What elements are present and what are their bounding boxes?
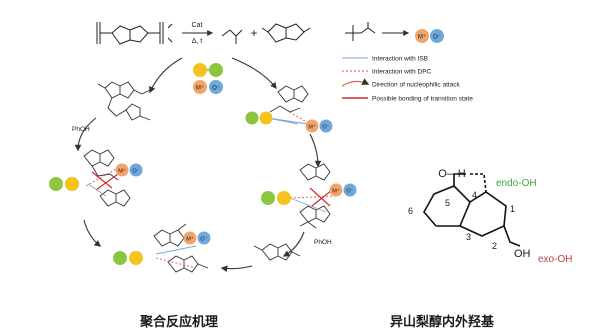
exo-oh-label: exo-OH bbox=[538, 254, 572, 265]
anion-circle bbox=[430, 29, 444, 43]
green-ball bbox=[209, 63, 223, 77]
anion-label-cycle: O⁻ bbox=[212, 86, 220, 92]
caption-mechanism: 聚合反应机理 bbox=[140, 315, 219, 330]
cation-ball-bl bbox=[183, 231, 197, 245]
legend-label-dpc: Interaction with DPC bbox=[372, 69, 432, 76]
isosorbide-structure bbox=[423, 173, 521, 247]
catalyst-label: Cat bbox=[192, 22, 203, 29]
legend: Interaction with ISB Interaction with DP… bbox=[341, 56, 473, 103]
endo-oh-label: endo-OH bbox=[496, 178, 537, 189]
phoh-label-right: PhOH bbox=[314, 239, 332, 246]
phoh-label-top: PhOH bbox=[72, 126, 90, 133]
atom-number-3: 3 bbox=[466, 232, 471, 242]
anion-ball-right bbox=[343, 183, 357, 197]
cation-label-bl: M⁺ bbox=[186, 236, 194, 243]
anion-ball-tr bbox=[319, 119, 333, 133]
intermediate-right: M⁺ O⁻ bbox=[261, 163, 357, 223]
intermediate-left: M⁺ O⁻ bbox=[49, 149, 143, 207]
endo-oh-bond bbox=[453, 173, 466, 186]
plus-sign: + bbox=[250, 26, 257, 40]
green-ball-right bbox=[261, 191, 275, 205]
cycle-top-species: M⁺ O⁻ bbox=[193, 63, 223, 94]
endo-oh-atoms: O—H bbox=[438, 168, 466, 180]
ion-pair-top: M⁺ O⁻ bbox=[415, 29, 444, 43]
cycle-arrow-2 bbox=[231, 57, 277, 90]
cation-label-cycle: M⁺ bbox=[196, 85, 204, 92]
cycle-arrow-5 bbox=[83, 219, 102, 247]
cycle-arrow-4 bbox=[309, 133, 322, 168]
heat-label: Δ, t bbox=[192, 38, 203, 45]
yellow-ball bbox=[193, 63, 207, 77]
right-ring bbox=[459, 191, 507, 237]
atom-number-5: 5 bbox=[445, 198, 450, 208]
cycle-arrow-1 bbox=[149, 57, 183, 94]
atom-number-2: 2 bbox=[492, 241, 497, 251]
reaction-equation bbox=[96, 22, 410, 45]
cycle-arrows bbox=[74, 57, 322, 273]
right-bracket bbox=[159, 22, 164, 44]
legend-label-ts: Possible bonding of transition state bbox=[372, 96, 473, 103]
green-ball-bl bbox=[113, 251, 127, 265]
anion-label-tr: O⁻ bbox=[322, 125, 329, 131]
anion-label-left: O⁻ bbox=[132, 169, 139, 175]
exo-oh-bond bbox=[503, 225, 521, 247]
left-bracket bbox=[96, 22, 101, 44]
intermediate-top-right: M⁺ O⁻ bbox=[245, 85, 333, 133]
anion-ball-left bbox=[129, 163, 143, 177]
cycle-arrow-6 bbox=[282, 231, 305, 257]
intermediate-top-left bbox=[97, 81, 151, 121]
intermediate-bottom-right bbox=[253, 221, 317, 261]
isosorbide-labels: O—H OH 1 2 3 4 5 6 bbox=[408, 168, 531, 260]
legend-line-attack bbox=[341, 78, 370, 87]
exo-oh-atoms: OH bbox=[514, 248, 531, 260]
atom-number-1: 1 bbox=[510, 204, 515, 214]
anion-label-bl: O⁻ bbox=[200, 237, 207, 243]
green-ball-tr bbox=[245, 111, 259, 125]
cation-label-right: M⁺ bbox=[332, 188, 340, 195]
cation-ball-tr bbox=[305, 119, 319, 133]
anion-ball bbox=[209, 80, 223, 94]
yellow-ball-tr bbox=[259, 111, 273, 125]
cation-ball-left bbox=[115, 163, 129, 177]
cation-ball-right bbox=[329, 183, 343, 197]
yellow-ball-bl bbox=[129, 251, 143, 265]
anion-label-right: O⁻ bbox=[346, 189, 353, 195]
cation-label-tr: M⁺ bbox=[308, 124, 316, 131]
intermediate-bottom-left: M⁺ O⁻ bbox=[113, 223, 211, 273]
cation-label: M⁺ bbox=[418, 34, 426, 41]
legend-label-attack: Direction of nucleophilic attack bbox=[372, 82, 461, 89]
cycle-arrow-7 bbox=[220, 265, 253, 273]
yellow-ball-left bbox=[65, 177, 79, 191]
atom-number-4: 4 bbox=[472, 190, 477, 200]
anion-ball-bl bbox=[197, 231, 211, 245]
legend-label-isb: Interaction with ISB bbox=[372, 56, 428, 63]
anion-label: O⁻ bbox=[433, 35, 441, 41]
cation-ball bbox=[193, 80, 207, 94]
cation-circle bbox=[415, 29, 429, 43]
cycle-arrow-3 bbox=[74, 117, 97, 152]
caption-isosorbide: 异山梨醇内外羟基 bbox=[390, 315, 495, 330]
atom-number-6: 6 bbox=[408, 206, 413, 216]
cation-label-left: M⁺ bbox=[118, 168, 126, 175]
green-ball-left bbox=[49, 177, 63, 191]
left-ring bbox=[433, 185, 471, 227]
yellow-ball-right bbox=[277, 191, 291, 205]
